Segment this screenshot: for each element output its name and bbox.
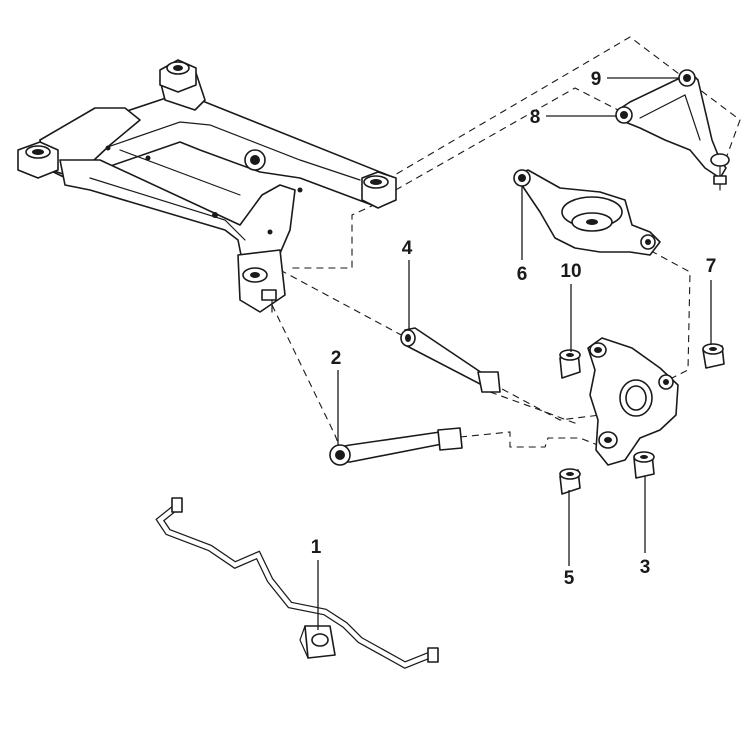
stabilizer-bar	[155, 497, 439, 669]
stabilizer-bushing	[299, 625, 336, 659]
callout-9: 9	[591, 69, 679, 90]
callout-label-7: 7	[706, 256, 717, 277]
subframe-mount-right	[361, 171, 397, 209]
callout-label-1: 1	[311, 537, 322, 558]
subframe-mount-top	[159, 59, 197, 93]
lower-rear-link	[329, 427, 463, 466]
lower-arm-bushing-outer	[640, 234, 656, 250]
subframe-mount-lower	[242, 267, 277, 313]
knuckle-bushing-side	[658, 374, 674, 390]
bushing-3	[633, 451, 655, 479]
callout-6: 6	[517, 186, 528, 285]
callout-1: 1	[311, 537, 322, 630]
rear-axle-knuckle	[587, 337, 679, 466]
callout-label-10: 10	[560, 261, 581, 282]
callout-label-9: 9	[591, 69, 602, 90]
callout-label-8: 8	[530, 107, 541, 128]
bushing-5	[559, 468, 581, 495]
knuckle-bushing-top	[589, 342, 607, 358]
callout-5: 5	[564, 490, 575, 589]
callout-4: 4	[402, 238, 413, 330]
callout-8: 8	[530, 107, 616, 128]
callout-label-2: 2	[331, 348, 342, 369]
assembly-guide-lines	[271, 36, 741, 449]
upper-arm-bushing-front	[615, 106, 633, 124]
subframe-mount-left	[17, 141, 59, 179]
lower-control-arm	[513, 169, 661, 256]
callout-7: 7	[706, 256, 717, 345]
bushing-10	[559, 349, 581, 379]
callout-label-3: 3	[640, 557, 651, 578]
callout-label-6: 6	[517, 264, 528, 285]
callout-2: 2	[331, 348, 342, 446]
upper-link-arm	[615, 69, 730, 191]
subframe-mount-center	[244, 149, 266, 171]
callout-label-4: 4	[402, 238, 413, 259]
callout-label-5: 5	[564, 568, 575, 589]
callout-10: 10	[560, 261, 582, 352]
lower-arm-bushing-inner	[513, 169, 531, 187]
upper-arm-ball-joint	[710, 153, 730, 191]
rear-subframe	[17, 59, 397, 313]
callout-3: 3	[640, 476, 651, 578]
knuckle-bushing-bottom	[598, 431, 618, 449]
upper-arm-bushing-rear	[678, 69, 696, 87]
toe-control-link	[400, 327, 501, 393]
bushing-7	[702, 343, 725, 369]
